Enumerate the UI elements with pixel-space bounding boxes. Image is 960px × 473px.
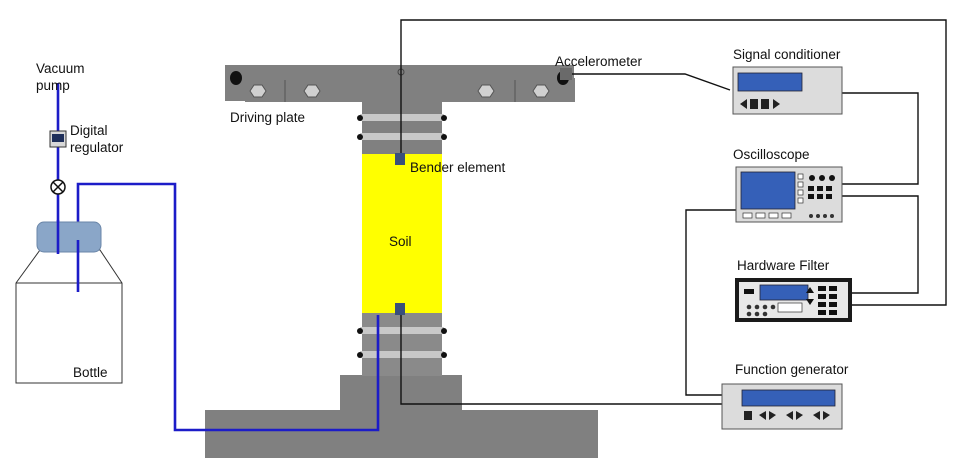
digital-regulator-label-line2: regulator [70,140,124,155]
driving-plate [225,65,575,102]
vacuum-pump-label-line1: Vacuum [36,61,85,76]
top-bender-element [395,153,405,165]
digital-regulator-label-line1: Digital [70,123,108,138]
hardware-filter-label: Hardware Filter [737,258,830,273]
valve-icon [50,179,66,195]
soil-specimen [362,153,442,313]
bottle [15,221,123,384]
bottle-label: Bottle [73,365,108,380]
soil-label: Soil [389,234,412,249]
oscilloscope-label: Oscilloscope [733,147,810,162]
vacuum-line-inlet [56,220,80,292]
signal-conditioner-label: Signal conditioner [733,47,841,62]
hardware-filter [735,278,852,322]
vacuum-pump-label-line2: pump [36,78,70,93]
driving-plate-label: Driving plate [230,110,305,125]
function-generator-label: Function generator [735,362,849,377]
accelerometer-sensor [560,68,572,80]
lower-clamp-rings [357,327,447,358]
signal-wires [400,19,947,405]
function-generator [721,383,843,430]
bottom-bender-element [395,303,405,315]
accelerometer-label: Accelerometer [555,54,643,69]
digital-regulator [49,130,67,148]
signal-conditioner [732,66,843,115]
oscilloscope [735,166,843,223]
bender-element-label: Bender element [410,160,506,175]
